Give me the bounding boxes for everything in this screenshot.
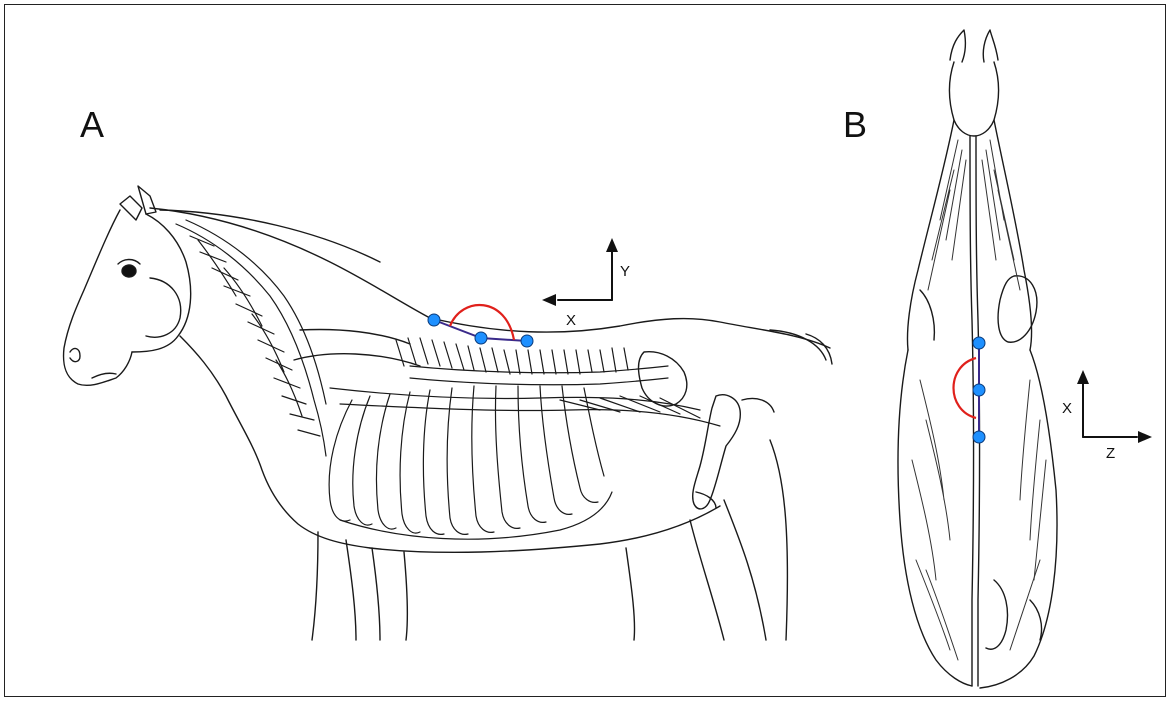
neck-muscle-hatching [176,220,326,456]
panel-b-z-label: Z [1106,445,1115,462]
panel-a-angle-overlay [428,305,533,347]
panel-b-axes [1077,370,1152,443]
panel-b-marker-3 [973,431,985,443]
panel-a-marker-3 [521,335,533,347]
panel-b-marker-2 [973,384,985,396]
panel-b-x-label: X [1062,400,1072,417]
panel-b-marker-1 [973,337,985,349]
panel-a-axes [542,238,618,306]
horse-lateral-drawing [64,186,832,640]
panel-a-x-label: X [566,312,576,329]
panel-b-angle-overlay [954,337,986,443]
ribcage-drawing [329,338,720,539]
horse-dorsal-drawing [898,30,1057,688]
panel-a-marker-2 [475,332,487,344]
panel-a-y-label: Y [620,263,630,280]
panel-a-marker-1 [428,314,440,326]
